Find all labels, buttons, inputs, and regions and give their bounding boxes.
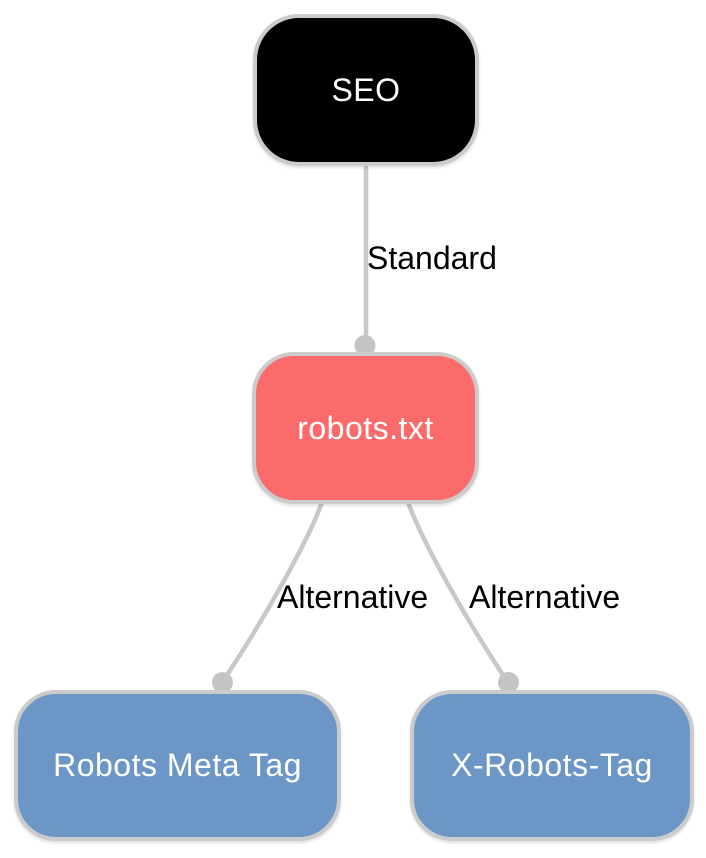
node-seo-label: SEO <box>331 71 401 108</box>
node-robots-meta-tag-label: Robots Meta Tag <box>53 747 302 784</box>
edge-endpoint-dot <box>212 672 233 693</box>
edge-robots-txt-to-robots-meta-tag <box>225 501 325 677</box>
node-x-robots-tag: X-Robots-Tag <box>410 690 694 841</box>
node-robots-meta-tag: Robots Meta Tag <box>14 690 341 841</box>
node-robots-txt: robots.txt <box>252 352 479 504</box>
node-robots-txt-label: robots.txt <box>297 409 434 446</box>
edge-robots-txt-to-x-robots-tag <box>405 501 505 677</box>
edge-label-standard: Standard <box>367 240 497 276</box>
edge-endpoint-dot <box>354 335 376 356</box>
node-x-robots-tag-label: X-Robots-Tag <box>451 747 653 784</box>
edge-label-alternative-left: Alternative <box>277 579 429 615</box>
edge-endpoint-dot <box>498 672 519 693</box>
edge-label-alternative-right: Alternative <box>469 579 621 615</box>
node-seo: SEO <box>253 14 479 166</box>
